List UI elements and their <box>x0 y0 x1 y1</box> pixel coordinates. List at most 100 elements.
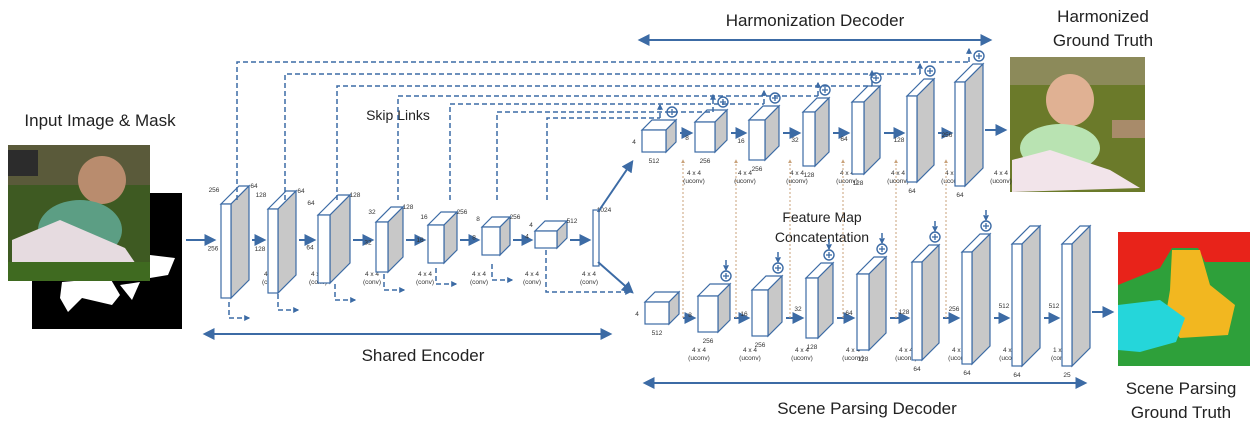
harmonized-gt-title-2: Ground Truth <box>1053 31 1153 50</box>
scene-parsing-plus-icon <box>823 249 835 261</box>
input-photo-image <box>8 145 150 281</box>
harmonization-plus-icon <box>717 96 729 108</box>
encoder-block <box>266 189 298 295</box>
harmonization-block <box>953 62 985 188</box>
encoder-channel-label: 128 <box>403 204 414 211</box>
encoder-op-label: 4 x 4 <box>582 271 596 278</box>
scene-parsing-channel-label: 256 <box>703 338 714 345</box>
encoder-size-label: 256 <box>208 245 219 252</box>
scene-parsing-op-label: (uconv) <box>791 355 813 362</box>
scene-parsing-block <box>855 255 888 352</box>
scene-parsing-op-label: 4 x 4 <box>1003 347 1017 354</box>
encoder-size-label: 16 <box>420 214 428 221</box>
encoder-channel-label: 256 <box>510 214 521 221</box>
harmonization-plus-icon <box>973 50 985 62</box>
encoder-channel-label: 64 <box>297 188 305 195</box>
scene-parsing-size-label: 128 <box>899 309 910 316</box>
encoder-down-skip <box>383 274 406 293</box>
harmonization-size-label: 8 <box>685 135 689 142</box>
scene-parsing-op-label: (uconv) <box>948 355 970 362</box>
scene-parsing-size-label: 4 <box>635 311 639 318</box>
encoder-op-label: (conv) <box>523 279 541 286</box>
scene-parsing-channel-label: 128 <box>858 356 869 363</box>
encoder-op-label: (conv) <box>580 279 598 286</box>
scene-parsing-op-label: 1 x 1 <box>1053 347 1067 354</box>
encoder-block <box>316 193 352 285</box>
harmonization-op-label: (uconv) <box>941 178 963 185</box>
skip-link <box>336 85 872 200</box>
harmonization-op-label: 4 x 4 <box>738 170 752 177</box>
scene-gt-title-2: Ground Truth <box>1131 403 1231 422</box>
harmonization-op-label: (uconv) <box>990 178 1012 185</box>
skip-link <box>284 73 920 200</box>
harmonization-block <box>747 104 781 162</box>
harmonization-size-label: 16 <box>737 138 745 145</box>
encoder-block <box>426 210 459 265</box>
encoder-block <box>533 219 569 250</box>
scene-parsing-channel-label: 512 <box>652 330 663 337</box>
encoder-size-label: 8 <box>472 235 476 242</box>
skip-link <box>236 61 969 200</box>
scene-parsing-block <box>643 290 681 326</box>
encoder-size-label: 16 <box>416 237 424 244</box>
encoder-block <box>219 184 251 300</box>
harmonization-op-label: (uconv) <box>836 178 858 185</box>
encoder-down-skip <box>435 268 458 287</box>
scene-parsing-channel-label: 64 <box>963 370 971 377</box>
encoder-op-label: 4 x 4 <box>365 271 379 278</box>
encoder-size-label: 8 <box>476 216 480 223</box>
encoder-block <box>480 215 512 257</box>
skip-link <box>546 117 660 200</box>
scene-parsing-size-label: 64 <box>845 310 853 317</box>
scene-parsing-size-label: 512 <box>1049 303 1060 310</box>
scene-parsing-plus-icon <box>929 231 941 243</box>
feature-concat-label-1: Feature Map <box>782 209 862 225</box>
harmonization-block <box>905 77 936 184</box>
encoder-block <box>374 205 405 274</box>
scene-parsing-op-label: (uconv) <box>739 355 761 362</box>
encoder-size-label: 256 <box>209 187 220 194</box>
encoder-channel-label: 256 <box>457 209 468 216</box>
scene-parsing-decoder-title: Scene Parsing Decoder <box>777 399 957 418</box>
encoder-down-skip <box>334 284 357 303</box>
scene-parsing-size-label: 256 <box>949 306 960 313</box>
encoder-down-skip <box>228 302 251 321</box>
scene-gt-title-1: Scene Parsing <box>1126 379 1237 398</box>
scene-parsing-op-label: (uconv) <box>999 355 1021 362</box>
scene-parsing-plus-icon <box>772 262 784 274</box>
harmonization-op-label: 4 x 4 <box>790 170 804 177</box>
encoder-op-label: 4 x 4 <box>525 271 539 278</box>
scene-parsing-op-label: 4 x 4 <box>899 347 913 354</box>
scene-parsing-op-label: (uconv) <box>688 355 710 362</box>
encoder-channel-label: 1024 <box>597 207 612 214</box>
encoder-op-label: (conv) <box>416 279 434 286</box>
scene-parsing-block <box>1010 224 1042 368</box>
scene-parsing-block <box>910 243 941 362</box>
harmonization-channel-label: 128 <box>853 180 864 187</box>
scene-parsing-channel-label: 64 <box>913 366 921 373</box>
harmonization-op-label: (uconv) <box>734 178 756 185</box>
encoder-op-label: 4 x 4 <box>418 271 432 278</box>
harmonization-size-label: 64 <box>840 136 848 143</box>
scene-parsing-op-label: 4 x 4 <box>692 347 706 354</box>
encoder-channel-label: 512 <box>567 218 578 225</box>
scene-parsing-op-label: 4 x 4 <box>846 347 860 354</box>
bottleneck-to-scene-arrow <box>597 261 634 294</box>
harmonization-channel-label: 256 <box>752 166 763 173</box>
scene-parsing-plus-icon <box>720 270 732 282</box>
harmonization-channel-label: 512 <box>649 158 660 165</box>
encoder-size-label: 64 <box>307 200 315 207</box>
input-title: Input Image & Mask <box>24 111 176 130</box>
harmonization-channel-label: 256 <box>700 158 711 165</box>
scene-parsing-block <box>804 261 835 340</box>
skip-link <box>397 95 818 200</box>
encoder-channel-label: 128 <box>350 192 361 199</box>
scene-parsing-block <box>1060 224 1092 368</box>
encoder-size-label: 4 <box>529 222 533 229</box>
harmonization-op-label: 4 x 4 <box>994 170 1008 177</box>
encoder-channel-label: 64 <box>250 183 258 190</box>
harmonized-gt-title-1: Harmonized <box>1057 7 1149 26</box>
bottleneck-to-harmonization-arrow <box>597 160 634 213</box>
